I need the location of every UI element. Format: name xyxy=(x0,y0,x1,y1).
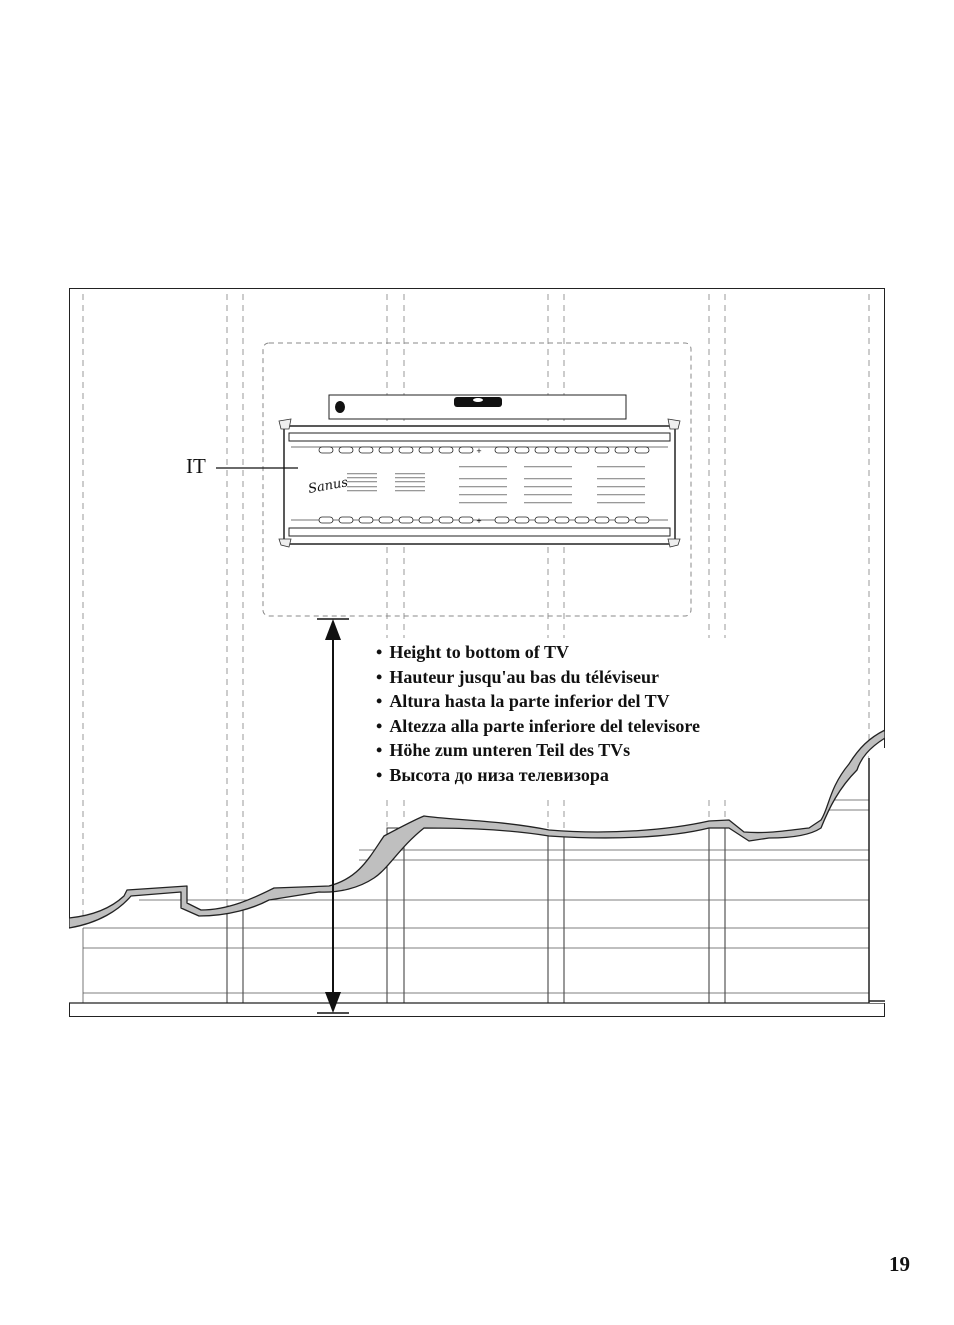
svg-text:+: + xyxy=(476,516,481,526)
svg-text:+: + xyxy=(476,446,481,456)
wall-cutaway xyxy=(69,758,869,1003)
mount-logo: Sanus xyxy=(307,475,349,497)
caption-list: Height to bottom of TV Hauteur jusqu'au … xyxy=(376,640,700,787)
horizontal-lines xyxy=(82,799,869,1003)
page-number: 19 xyxy=(889,1252,910,1276)
caption-item: Altura hasta la parte inferior del TV xyxy=(376,689,700,714)
caption-item: Höhe zum unteren Teil des TVs xyxy=(376,738,700,763)
figure-frame xyxy=(69,288,885,1017)
framing-studs xyxy=(226,827,726,1004)
height-dimension-arrow xyxy=(317,618,349,1014)
wall-plate: + + Sanus xyxy=(278,418,681,548)
caption-item: Altezza alla parte inferiore del televis… xyxy=(376,714,700,739)
callout-label: IT xyxy=(186,454,206,478)
caption-item: Height to bottom of TV xyxy=(376,640,700,665)
level-tool xyxy=(328,394,627,420)
torn-drywall-edge xyxy=(69,729,885,929)
caption-item: Hauteur jusqu'au bas du téléviseur xyxy=(376,665,700,690)
tv-outline xyxy=(262,342,692,617)
caption-item: Высота до низа телевизора xyxy=(376,763,700,788)
